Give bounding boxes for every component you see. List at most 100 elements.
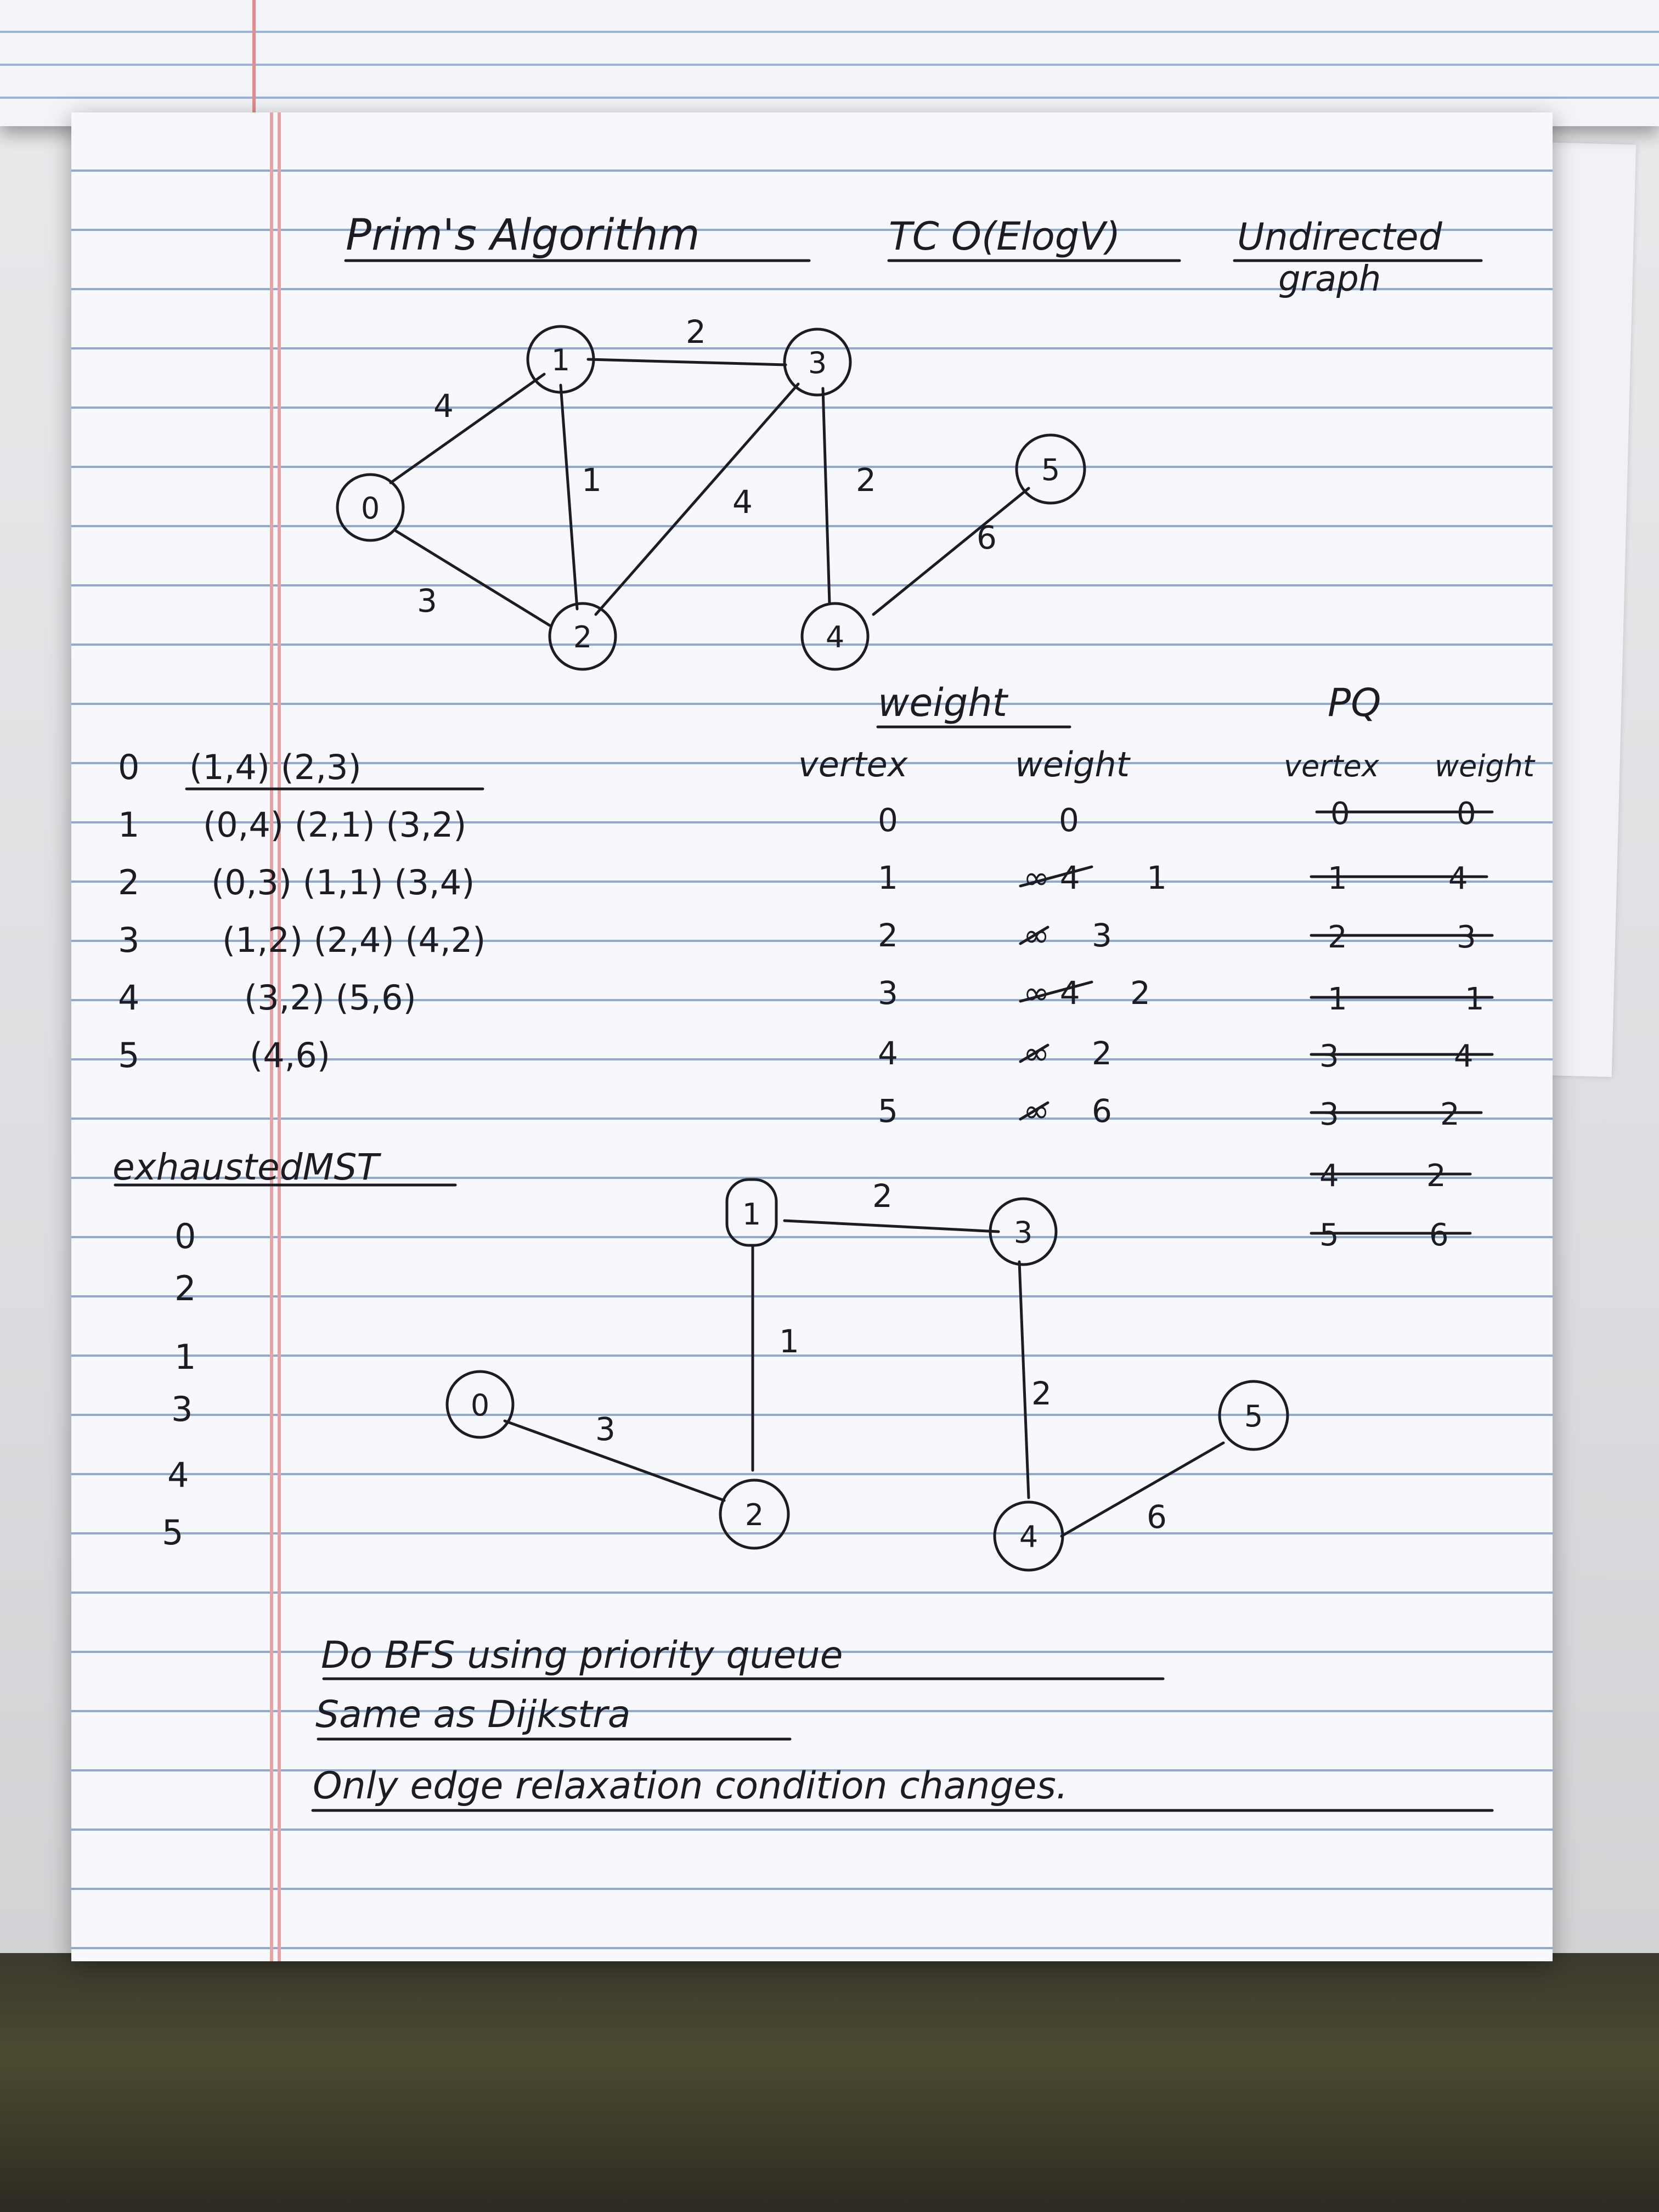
adjacency-neighbors: (3,2) (5,6) [244, 978, 416, 1018]
exhausted-item: 5 [162, 1513, 183, 1553]
mst-node-2 [719, 1479, 790, 1550]
mst-node-label: 2 [745, 1498, 764, 1532]
graph-edge-weight: 2 [686, 313, 706, 351]
mst-node-label: 0 [471, 1388, 489, 1423]
weight-row-vertex: 2 [878, 917, 898, 954]
exhausted-item: 4 [167, 1455, 189, 1495]
mst-edge-weight: 2 [872, 1177, 893, 1215]
page-title: Prim's Algorithm [346, 211, 700, 260]
folded-page-top [0, 0, 1659, 126]
pq-row-weight: 1 [1465, 981, 1485, 1017]
mst-node-label: 1 [742, 1197, 761, 1232]
pq-row-weight: 2 [1426, 1158, 1446, 1194]
pq-row-vertex: 4 [1319, 1158, 1339, 1194]
exhausted-item: 3 [171, 1389, 193, 1429]
mst-edge-weight: 6 [1147, 1498, 1167, 1536]
graph-node-4 [800, 602, 870, 671]
weight-row-value: 0 [1059, 802, 1079, 839]
pq-row-vertex: 0 [1330, 796, 1350, 832]
pq-header-weight: weight [1435, 749, 1536, 783]
exhausted-label: exhaustedMST [112, 1146, 381, 1188]
graph-edge-weight: 2 [856, 461, 876, 499]
adjacency-vertex: 0 [118, 747, 139, 787]
complexity-label: TC O(ElogV) [889, 214, 1120, 259]
mst-edge-3-4 [1018, 1260, 1030, 1499]
graph-edge-weight: 1 [582, 461, 602, 499]
note-line-1: Do BFS using priority queue [321, 1634, 843, 1677]
notebook-page [71, 112, 1553, 1961]
mst-edge-1-3 [783, 1219, 1000, 1233]
graph-node-label: 3 [808, 346, 827, 380]
graph-edge-1-2 [559, 383, 579, 611]
graph-edge-weight: 3 [417, 582, 437, 619]
weight-row-vertex: 4 [878, 1035, 898, 1072]
graph-edge-3-4 [821, 387, 831, 605]
pq-row-vertex: 1 [1328, 981, 1347, 1017]
mst-node-label: 5 [1244, 1399, 1263, 1434]
pq-row-weight: 2 [1440, 1097, 1460, 1132]
weight-strike-4 [1019, 1043, 1049, 1063]
adjacency-vertex: 3 [118, 920, 139, 960]
adjacency-neighbors: (1,2) (2,4) (4,2) [222, 920, 486, 960]
pq-row-vertex: 5 [1319, 1217, 1339, 1253]
pq-row-weight: 4 [1448, 861, 1468, 896]
weight-table-header-vertex: vertex [798, 744, 909, 785]
pq-row-weight: 6 [1429, 1217, 1449, 1253]
pq-row-weight: 0 [1457, 796, 1476, 832]
weight-strike-1 [1019, 865, 1093, 888]
note-line-2: Same as Dijkstra [315, 1693, 630, 1736]
weight-row-struck: ∞ 4 [1023, 974, 1080, 1012]
weight-row-vertex: 1 [878, 859, 898, 896]
adjacency-vertex: 4 [118, 978, 139, 1018]
graph-edge-1-3 [586, 358, 787, 366]
adjacency-neighbors: (0,3) (1,1) (3,4) [211, 862, 475, 902]
weight-row-value: 3 [1092, 917, 1112, 954]
weight-row-vertex: 5 [878, 1092, 898, 1130]
mst-node-1 [725, 1178, 778, 1247]
mst-edge-weight: 3 [595, 1410, 616, 1448]
graph-edge-weight: 4 [433, 387, 454, 425]
adjacency-neighbors: (0,4) (2,1) (3,2) [203, 805, 466, 845]
mst-node-label: 4 [1019, 1520, 1038, 1554]
mst-edge-weight: 1 [779, 1323, 799, 1360]
graph-node-label: 0 [361, 491, 380, 526]
adjacency-neighbors: (4,6) [250, 1035, 330, 1075]
pq-row-vertex: 3 [1319, 1039, 1339, 1074]
weight-row-struck: ∞ 4 [1023, 859, 1080, 896]
graph-node-0 [336, 473, 405, 542]
pq-title: PQ [1328, 680, 1381, 725]
pq-header-vertex: vertex [1284, 749, 1380, 783]
mst-node-0 [445, 1370, 515, 1439]
floor [0, 1953, 1659, 2212]
graph-node-3 [783, 328, 852, 397]
weight-row-struck: ∞ [1023, 917, 1049, 954]
graph-edge-4-5 [872, 487, 1030, 616]
weight-row-value: 2 [1130, 974, 1150, 1012]
mst-edge-weight: 2 [1031, 1375, 1052, 1412]
mst-edge-4-5 [1060, 1441, 1225, 1538]
mst-node-4 [993, 1500, 1064, 1572]
weight-row-value: 1 [1147, 859, 1167, 896]
graph-edge-0-2 [394, 529, 551, 627]
pq-row-vertex: 2 [1328, 919, 1347, 955]
weight-strike-2 [1019, 926, 1049, 945]
exhausted-item: 0 [174, 1216, 196, 1256]
graph-edge-2-3 [594, 382, 800, 616]
adjacency-neighbors: (1,4) (2,3) [189, 747, 362, 787]
note-line-3: Only edge relaxation condition changes. [313, 1764, 1068, 1808]
weight-strike-3 [1019, 980, 1093, 1003]
pq-row-vertex: 3 [1319, 1097, 1339, 1132]
adjacency-vertex: 1 [118, 805, 139, 845]
weight-table-header-weight: weight [1015, 744, 1131, 785]
adjacency-vertex: 2 [118, 862, 139, 902]
weight-row-value: 6 [1092, 1092, 1112, 1130]
mst-edge-0-2 [503, 1419, 726, 1502]
graph-node-2 [548, 602, 617, 671]
graph-node-1 [526, 325, 595, 394]
adjacency-vertex: 5 [118, 1035, 139, 1075]
graph-type-note-2: graph [1278, 259, 1381, 300]
graph-node-label: 4 [826, 620, 844, 654]
weight-table-title: weight [878, 680, 1009, 725]
pq-row-vertex: 1 [1328, 861, 1347, 896]
